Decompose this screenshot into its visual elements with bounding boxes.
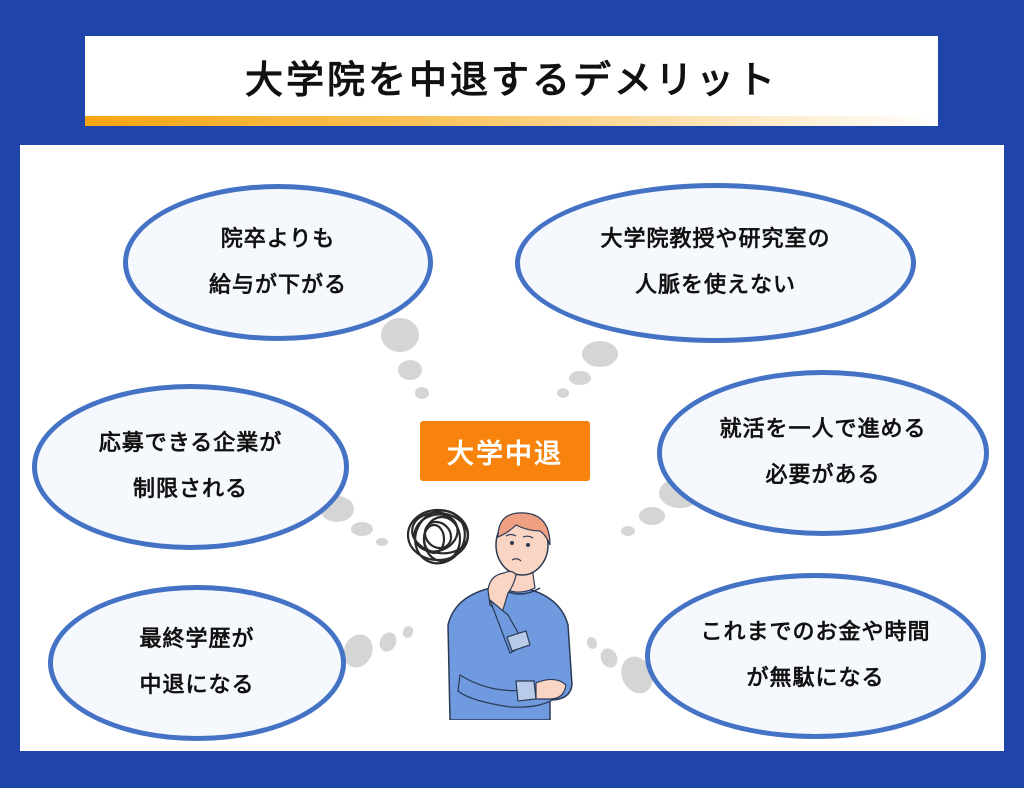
bubble-text-line: 院卒よりも <box>220 226 336 252</box>
bubble-text-line: 応募できる企業が <box>98 431 283 456</box>
bubble-wasted: これまでのお金や時間 が無駄になる <box>645 573 986 739</box>
bubble-text-line: 中退になる <box>139 673 255 698</box>
dropout-badge: 大学中退 <box>420 421 590 481</box>
bubble-text-line: 大学院教授や研究室の <box>600 227 831 252</box>
thought-dot <box>351 522 373 536</box>
bubble-salary: 院卒よりも 給与が下がる <box>123 184 433 341</box>
bubble-text-line: 就活を一人で進める <box>719 417 927 442</box>
thought-dot <box>415 387 429 399</box>
bubble-text-line: これまでのお金や時間 <box>700 620 931 645</box>
thought-dot <box>582 341 618 367</box>
page-title: 大学院を中退するデメリット <box>244 58 778 102</box>
bubble-education: 最終学歴が 中退になる <box>48 585 346 741</box>
thought-dot <box>569 371 591 385</box>
thought-dot <box>639 507 665 525</box>
title-accent-bar <box>85 116 938 126</box>
bubble-text-line: 人脈を使えない <box>634 273 796 298</box>
bubble-text-line: 最終学歴が <box>139 627 255 652</box>
bubble-network: 大学院教授や研究室の 人脈を使えない <box>515 183 916 343</box>
confused-scribble-icon <box>406 508 470 565</box>
bubble-text-line: 必要がある <box>765 463 881 488</box>
bubble-text-line: が無駄になる <box>746 666 885 691</box>
thought-dot <box>376 538 388 546</box>
bubble-job-hunting: 就活を一人で進める 必要がある <box>657 370 989 536</box>
bubble-companies: 応募できる企業が 制限される <box>32 384 349 550</box>
thinking-man-illustration <box>400 495 600 721</box>
badge-label: 大学中退 <box>447 438 563 470</box>
bubble-text-line: 給与が下がる <box>208 272 347 298</box>
thought-dot <box>381 318 419 352</box>
title-banner: 大学院を中退するデメリット <box>85 36 938 126</box>
thought-dot <box>557 388 569 398</box>
thought-dot <box>621 526 635 536</box>
bubble-text-line: 制限される <box>132 477 248 502</box>
thinking-man-icon <box>406 508 573 721</box>
thought-dot <box>398 360 422 380</box>
